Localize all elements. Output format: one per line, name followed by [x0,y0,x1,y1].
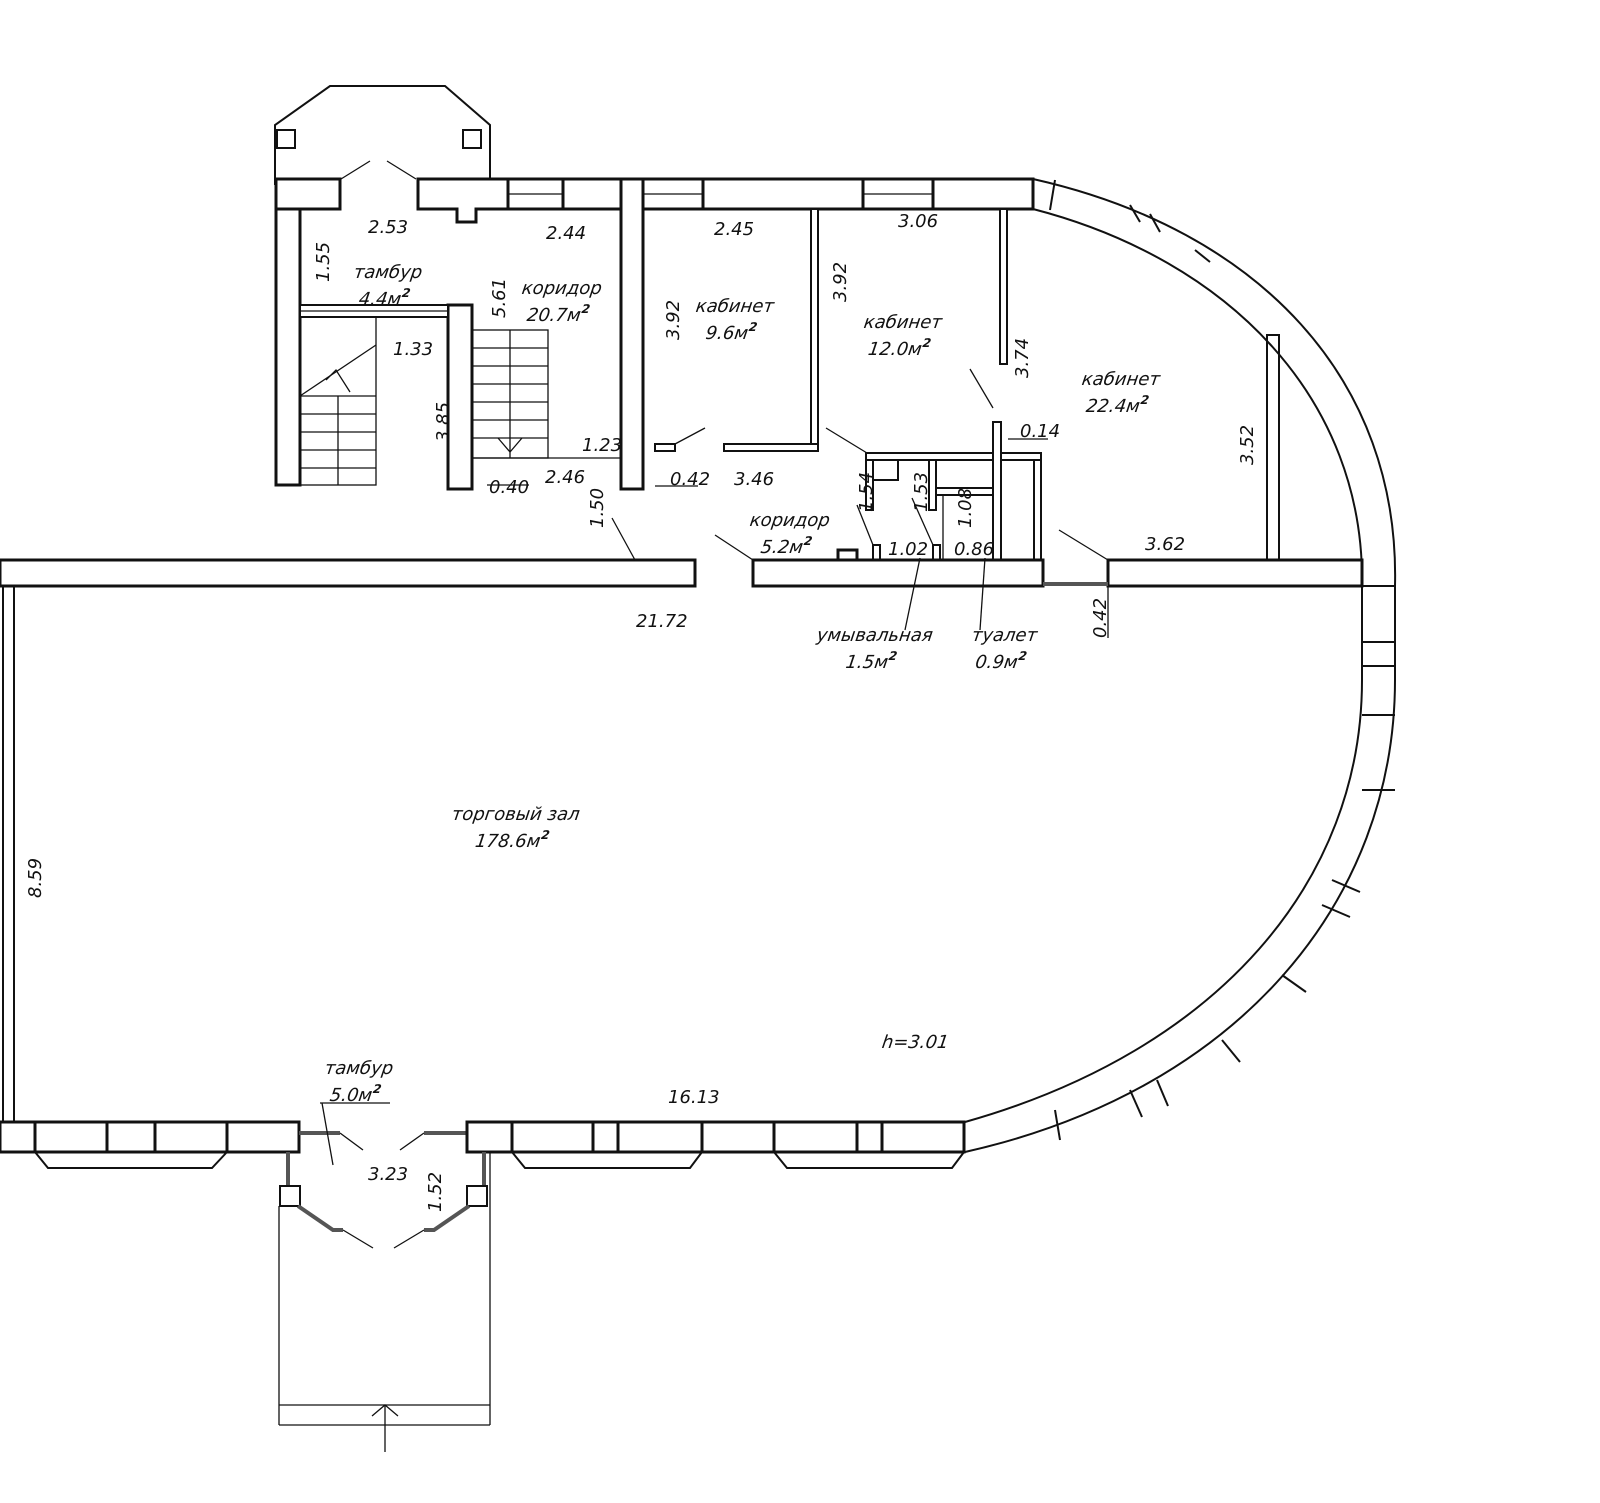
room-name: коридор [520,278,604,299]
spine-wall [0,517,1364,588]
dim-0-86: 0.86 [954,539,995,560]
room-label-toilet: туалет 0.9м2 [970,625,1039,673]
room-area: 5.0м [328,1085,374,1106]
room-name: кабинет [694,296,776,317]
room-label-vestibule-top: тамбур 4.4м2 [352,262,424,310]
staircase-left [299,316,377,486]
room-area: 1.5м [844,652,890,673]
dim-3-46: 3.46 [734,469,775,490]
room-area: 9.6м [704,323,750,344]
room-name: умывальная [815,625,935,646]
room-area: 12.0м [866,339,924,360]
dim-16-13: 16.13 [668,1087,720,1108]
room-label-office-1: кабинет 9.6м2 [694,296,776,344]
dim-1-33: 1.33 [393,339,434,360]
room-name: тамбур [323,1058,395,1079]
dim-1-53: 1.53 [911,471,932,512]
dim-1-52: 1.52 [425,1171,446,1212]
room-name: кабинет [1080,369,1162,390]
dim-8-59: 8.59 [25,857,46,898]
dim-21-72: 21.72 [636,611,688,632]
dim-5-61: 5.61 [489,277,510,318]
dim-3-06: 3.06 [898,211,939,232]
room-area: 4.4м [357,289,403,310]
dim-0-14: 0.14 [1020,421,1061,442]
room-name: кабинет [862,312,944,333]
room-name: коридор [748,510,832,531]
staircase-right [471,329,621,459]
dim-0-40: 0.40 [489,477,530,498]
bottom-facade [0,1120,966,1169]
dim-2-44: 2.44 [546,223,587,244]
room-name: торговый зал [450,804,582,825]
room-area: 5.2м [759,537,805,558]
dim-0-42-b: 0.42 [1090,597,1111,638]
dim-1-50: 1.50 [587,487,608,528]
room-label-washroom: умывальная 1.5м2 [815,625,935,673]
room-label-sales-hall: торговый зал 178.6м2 [450,804,582,852]
room-area: 178.6м [473,831,542,852]
hall-left-wall [2,586,15,1122]
wc-block [856,421,1042,561]
dim-1-55: 1.55 [313,241,334,282]
dim-3-74: 3.74 [1012,337,1033,378]
curved-outer-wall [964,178,1397,1153]
top-wing-walls [274,177,1035,491]
dim-3-23: 3.23 [368,1164,409,1185]
room-area: 22.4м [1084,396,1142,417]
dim-0-42-a: 0.42 [670,469,711,490]
dim-1-23: 1.23 [582,435,623,456]
dim-2-46: 2.46 [545,467,586,488]
ceiling-height-label: h=3.01 [880,1032,951,1053]
top-entrance-porch [274,85,491,185]
room-area: 0.9м [973,652,1020,673]
room-label-office-2: кабинет 12.0м2 [862,312,944,360]
dim-1-08: 1.08 [955,487,976,528]
room-label-vestibule-bottom: тамбур 5.0м2 [323,1058,395,1106]
room-label-corridor-main: коридор 20.7м2 [520,278,604,326]
dim-3-92-b: 3.92 [830,261,851,302]
dim-3-62: 3.62 [1145,534,1186,555]
bottom-entrance-porch [278,1152,491,1452]
dim-3-85: 3.85 [433,401,454,442]
room-name: тамбур [352,262,424,283]
room-name: туалет [970,625,1039,646]
dim-2-53: 2.53 [368,217,409,238]
interior-partitions [654,208,1280,561]
leader-lines [320,438,1109,1166]
room-area: 20.7м [525,305,583,326]
room-label-corridor-small: коридор 5.2м2 [748,510,832,558]
dim-1-02: 1.02 [888,539,929,560]
dim-3-52: 3.52 [1237,424,1258,465]
dim-1-54: 1.54 [856,471,877,512]
room-label-office-3: кабинет 22.4м2 [1080,369,1162,417]
dim-3-92-a: 3.92 [663,299,684,340]
dim-2-45: 2.45 [714,219,755,240]
